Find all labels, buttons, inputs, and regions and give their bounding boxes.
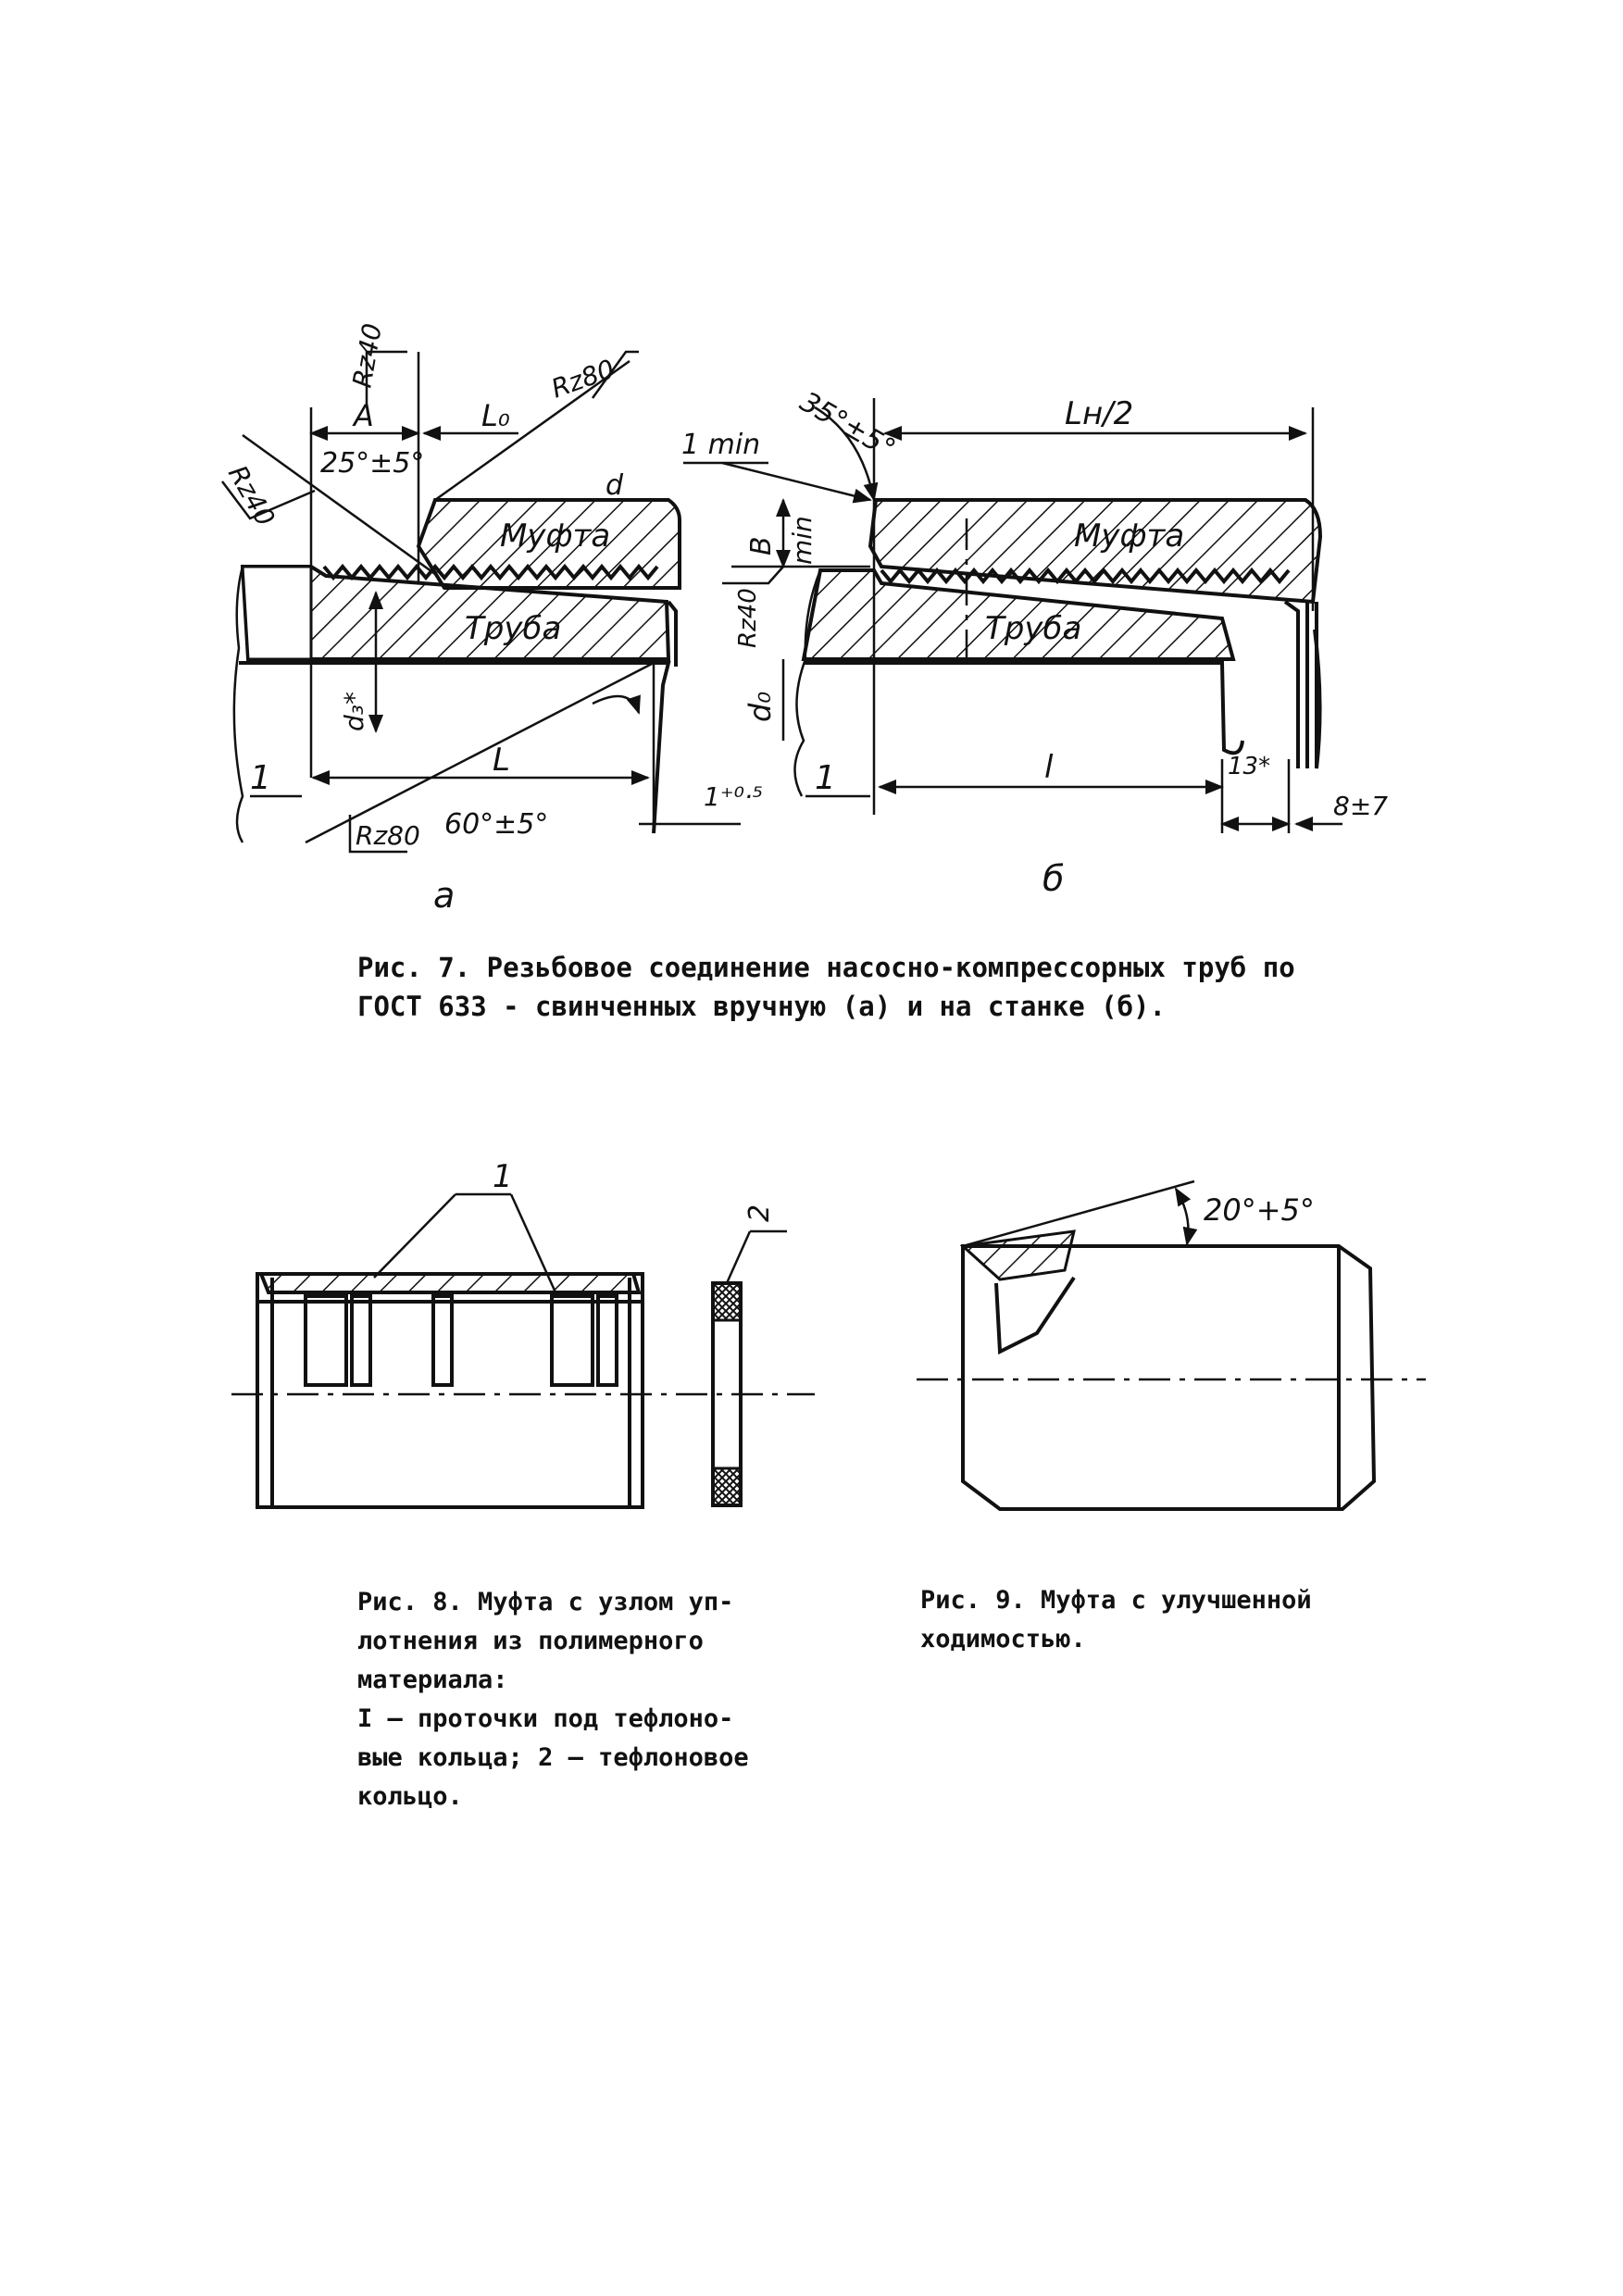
- dim-Bmin-label: min: [787, 516, 818, 565]
- dim-8-label: 8±7: [1333, 791, 1388, 821]
- coupling-label-b: Муфта: [1074, 518, 1184, 555]
- pipe-bore: [239, 661, 671, 834]
- pipe-label-b: Труба: [985, 610, 1081, 647]
- dim-B-label: B: [745, 536, 778, 555]
- dim-L0-label: L₀: [481, 398, 510, 433]
- figure8-caption-line: материала:: [357, 1666, 508, 1694]
- figure8-caption-line: Рис. 8. Муфта с узлом уп-: [357, 1588, 734, 1616]
- caption-letter-b: б: [1042, 858, 1064, 899]
- fig8-groove-2: [350, 1294, 372, 1387]
- pipe-label: Труба: [465, 610, 561, 647]
- figure7-caption: Рис. 7. Резьбовое соединение насосно-ком…: [357, 948, 1394, 1026]
- rz80-leader: [434, 359, 630, 502]
- pipe-break-line: [232, 566, 244, 843]
- figure8-caption-line: кольцо.: [357, 1782, 463, 1811]
- fig8-groove-5: [596, 1294, 618, 1387]
- dim-gap-label: 1⁺⁰·⁵: [704, 781, 763, 812]
- pipe-end-b: [1283, 600, 1322, 769]
- fig9-body: [961, 1244, 1377, 1511]
- dim-13-label: 13*: [1228, 753, 1270, 780]
- dim-chamfer-label: 60°±5°: [444, 808, 548, 841]
- figure9-caption: Рис. 9. Муфта с улучшенной ходимостью.: [920, 1581, 1420, 1659]
- rz40-left-mark: [221, 480, 316, 520]
- fig8-groove-1: [304, 1294, 348, 1387]
- figure8-caption-line: I – проточки под тефлоно-: [357, 1704, 734, 1733]
- fig8-ring-top: [711, 1281, 743, 1322]
- rz80-bottom-mark: [348, 815, 407, 854]
- fig8-ring-bottom: [711, 1466, 743, 1507]
- fig8-callout-2-leader: [725, 1230, 752, 1284]
- dim-angle-b: 35°±5°: [794, 386, 901, 467]
- roughness-bottom: Rz80: [356, 820, 420, 851]
- pipe-break-b: [793, 569, 822, 797]
- figure7-left-view: Муфта Труба Rz40 Rz80 Rz40 Rz80 A L₀ 25°…: [221, 321, 763, 916]
- rz40-top-mark: [365, 350, 407, 407]
- dim-d-label: d: [606, 469, 624, 502]
- rz40-mark-b: [722, 566, 784, 585]
- fig9-angle-label: 20°+5°: [1204, 1192, 1315, 1228]
- dim-A-label: A: [352, 398, 374, 433]
- figure8-caption-line: вые кольца; 2 – тефлоновое: [357, 1743, 749, 1772]
- fig8-callout-2: 2: [743, 1204, 776, 1222]
- roughness-right: Rz80: [547, 354, 618, 405]
- figure7-caption-line2: ГОСТ 633 - свинченных вручную (а) и на с…: [357, 991, 1166, 1022]
- thread-teeth: [322, 563, 659, 581]
- dim-d0-label: d₀: [743, 692, 778, 722]
- pipe-dotted-zone: [241, 565, 313, 661]
- fig9-angle-line: [962, 1179, 1195, 1248]
- coupling-section: [416, 498, 681, 590]
- figure9-caption-line: Рис. 9. Муфта с улучшенной: [920, 1586, 1312, 1615]
- chamfer-line: [305, 661, 655, 844]
- figure8-caption-line: лотнения из полимерного: [357, 1627, 704, 1655]
- fig8-hatched-wall: [258, 1272, 642, 1294]
- dim-Ln-label: Lн/2: [1065, 395, 1133, 432]
- fig8-body: [256, 1272, 644, 1509]
- figure9-coupling: 20°+5°: [917, 1179, 1426, 1511]
- figure9-caption-line: ходимостью.: [920, 1625, 1086, 1653]
- fig8-groove-3: [431, 1294, 454, 1387]
- coupling-label: Муфта: [500, 518, 610, 555]
- fig9-angle-arc: [1174, 1187, 1198, 1246]
- dim-d3-label: d₃*: [339, 692, 369, 731]
- figure7-caption-line1: Рис. 7. Резьбовое соединение насосно-ком…: [357, 952, 1295, 983]
- roughness-left: Rz40: [222, 460, 281, 531]
- chamfer-arc: [592, 694, 641, 715]
- pipe-bore-b: [804, 661, 1244, 755]
- figure7-right-view: Муфта Труба 35°±5° Lн/2 1 min B min Rz40…: [681, 386, 1388, 899]
- rz80-top-mark: [591, 350, 639, 399]
- dim-1min-label: 1 min: [681, 429, 760, 461]
- fig8-callout-1: 1: [493, 1158, 513, 1195]
- angle-arc-b: [814, 406, 879, 502]
- fig8-groove-4: [550, 1294, 594, 1387]
- roughness-top: Rz40: [346, 321, 388, 390]
- dim-l-label: l: [1044, 749, 1054, 786]
- figure8-coupling: 1 2: [231, 1158, 815, 1509]
- callout-1: 1: [250, 759, 271, 797]
- caption-letter-a: а: [433, 875, 455, 916]
- dim-angle-label: 25°±5°: [320, 447, 424, 480]
- fig9-hatched-corner: [959, 1229, 1076, 1281]
- callout-1-b: 1: [815, 759, 836, 797]
- fig8-callout-1-leader-a: [373, 1193, 456, 1279]
- dim-1min-leader: [721, 461, 872, 504]
- angle-line: [242, 433, 436, 576]
- fig9-inner-cut: [994, 1276, 1076, 1355]
- fig8-callout-1-leader-b: [509, 1193, 557, 1293]
- pipe-end: [667, 600, 678, 667]
- figure8-caption: Рис. 8. Муфта с узлом уп- лотнения из по…: [357, 1583, 876, 1816]
- roughness-b: Rz40: [734, 588, 762, 648]
- dim-L-label: L: [493, 742, 510, 779]
- thread-teeth-b: [880, 567, 1291, 585]
